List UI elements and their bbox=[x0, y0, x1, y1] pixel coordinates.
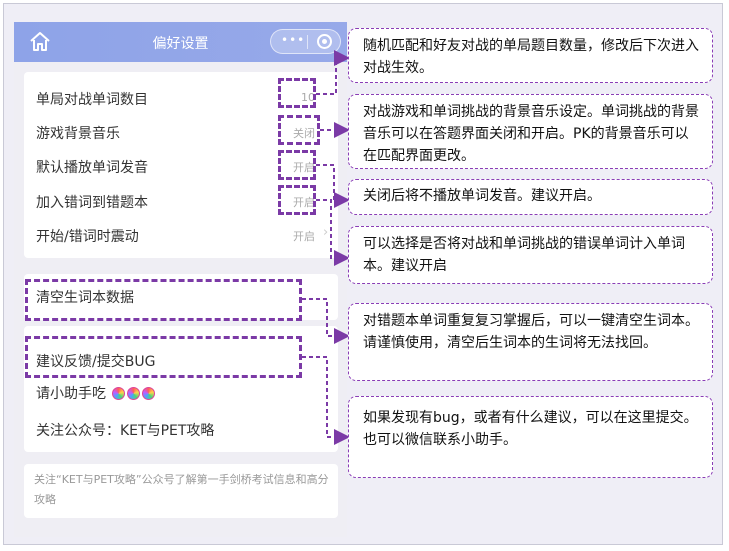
settings-card: 单局对战单词数目 10 游戏背景音乐 关闭 默认播放单词发音 开启 加入错词到错… bbox=[24, 72, 338, 258]
clear-wordbook-button[interactable]: 清空生词本数据 bbox=[36, 290, 134, 306]
lollipop-icon bbox=[142, 387, 156, 400]
highlight-pronunciation bbox=[278, 150, 316, 180]
highlight-word-count bbox=[278, 78, 316, 108]
footer-text: 关注“KET与PET攻略”公众号了解第一手剑桥考试信息和高分攻略 bbox=[34, 473, 329, 506]
phone-screen: 偏好设置 ••• 单局对战单词数目 10 游戏背景音乐 关闭 默认播放单词发音 … bbox=[14, 22, 347, 537]
capsule-divider bbox=[307, 35, 308, 49]
highlight-clear bbox=[25, 279, 302, 321]
help-card: 建议反馈/提交BUG 请小助手吃 关注公众号：KET与PET攻略 bbox=[24, 326, 338, 452]
highlight-feedback bbox=[25, 336, 302, 378]
setting-label-vibration: 开始/错词时震动 bbox=[36, 229, 139, 245]
miniprogram-capsule: ••• bbox=[270, 29, 341, 54]
setting-label-wrongbook: 加入错词到错题本 bbox=[36, 195, 148, 211]
feedback-button[interactable]: 建议反馈/提交BUG bbox=[36, 354, 156, 370]
setting-label-bgm: 游戏背景音乐 bbox=[36, 126, 120, 142]
setting-label-pronunciation: 默认播放单词发音 bbox=[36, 160, 148, 176]
lollipop-icon bbox=[127, 387, 141, 400]
home-icon[interactable] bbox=[28, 30, 52, 54]
setting-value-word-count[interactable]: 10 bbox=[301, 91, 315, 104]
highlight-wrongbook bbox=[278, 185, 316, 215]
note-feedback: 如果发现有bug，或者有什么建议，可以在这里提交。也可以微信联系小助手。 bbox=[348, 396, 713, 478]
note-bgm: 对战游戏和单词挑战的背景音乐设定。单词挑战的背景音乐可以在答题界面关闭和开启。P… bbox=[348, 94, 713, 169]
chevron-right-icon: › bbox=[323, 225, 329, 240]
setting-value-bgm[interactable]: 关闭 bbox=[293, 127, 315, 140]
more-icon[interactable]: ••• bbox=[281, 33, 306, 47]
note-clear: 对错题本单词重复复习掌握后，可以一键清空生词本。请谨慎使用，清空后生词本的生词将… bbox=[348, 303, 713, 381]
footer-card: 关注“KET与PET攻略”公众号了解第一手剑桥考试信息和高分攻略 bbox=[24, 464, 338, 518]
lollipop-icon bbox=[112, 387, 126, 400]
setting-label-word-count: 单局对战单词数目 bbox=[36, 92, 148, 108]
setting-value-pronunciation[interactable]: 开启 bbox=[293, 161, 315, 174]
note-wrongbook: 可以选择是否将对战和单词挑战的错误单词计入单词本。建议开启 bbox=[348, 226, 713, 284]
note-word-count: 随机匹配和好友对战的单局题目数量，修改后下次进入对战生效。 bbox=[348, 28, 713, 83]
treat-assistant-button[interactable]: 请小助手吃 bbox=[36, 383, 156, 403]
treat-label: 请小助手吃 bbox=[36, 386, 106, 402]
follow-account-link[interactable]: 关注公众号：KET与PET攻略 bbox=[36, 423, 215, 439]
highlight-bgm bbox=[278, 115, 320, 145]
title-bar: 偏好设置 ••• bbox=[14, 22, 347, 62]
close-circle-icon[interactable] bbox=[317, 34, 332, 49]
page-title: 偏好设置 bbox=[152, 36, 209, 52]
setting-value-vibration[interactable]: 开启 bbox=[293, 230, 315, 243]
setting-value-wrongbook[interactable]: 开启 bbox=[293, 196, 315, 209]
note-pronunciation: 关闭后将不播放单词发音。建议开启。 bbox=[348, 179, 713, 215]
